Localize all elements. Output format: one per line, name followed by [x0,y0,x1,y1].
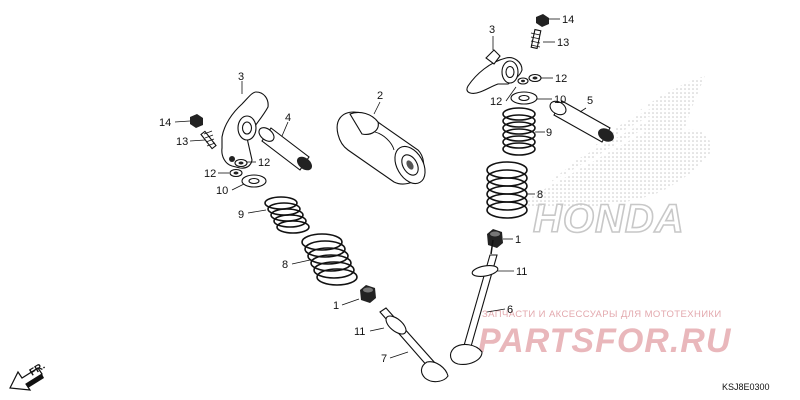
callout-13: 13 [176,136,188,148]
callout-10: 10 [216,185,228,197]
lock-nut-left [190,114,203,128]
callout-8: 8 [282,259,288,271]
callout-1: 1 [515,234,521,246]
callout-9: 9 [546,127,552,139]
valve-spring-outer-left [301,233,358,286]
stem-seal-left [360,285,376,303]
callout-5: 5 [587,95,593,107]
callout-4: 4 [285,112,291,124]
callout-12: 12 [204,168,216,180]
callout-labels: 3 4 14 13 12 12 10 9 8 1 11 7 2 3 14 13 … [159,14,593,365]
rocker-arm-right [466,49,523,94]
rocker-shaft-left [258,127,313,171]
adjusting-screw-right [530,28,542,50]
callout-1: 1 [333,300,339,312]
rocker-shaft-right [549,100,614,143]
shop-url-watermark: PARTSFOR.RU [478,322,732,360]
callout-8: 8 [537,189,543,201]
stem-seal-right [487,229,503,248]
callout-9: 9 [238,209,244,221]
callout-12: 12 [555,73,567,85]
cotter-clip-right-lower [517,77,529,85]
valve-spring-inner-right [502,107,536,156]
shop-tagline: ЗАПЧАСТИ И АКСЕССУАРЫ ДЛЯ МОТОТЕХНИКИ [482,309,722,320]
callout-11: 11 [516,266,527,278]
callout-14: 14 [562,14,574,26]
valve-left [379,307,449,383]
leader-lines [174,18,587,359]
callout-3: 3 [238,71,244,83]
callout-12: 12 [490,96,502,108]
valve-spring-inner-left [264,196,310,234]
cotter-clip-right-upper [528,73,542,83]
diagram-code: KSJ8E0300 [722,382,770,392]
front-arrow-icon [9,367,44,391]
lock-nut-right [536,14,549,27]
honda-wing-watermark [520,76,712,209]
spring-retainer-left [241,174,267,188]
callout-11: 11 [354,326,365,338]
adjusting-screw-left [200,130,217,150]
callout-2: 2 [377,90,383,102]
cotter-clip-left-upper [234,158,248,168]
callout-14: 14 [159,117,171,129]
rocker-arm-left [221,91,269,169]
cotter-clip-left-lower [229,168,243,178]
callout-6: 6 [507,304,513,316]
callout-10: 10 [554,94,566,106]
callout-12: 12 [258,157,270,169]
callout-7: 7 [381,353,387,365]
callout-3: 3 [489,24,495,36]
honda-brand-text: HONDA [533,197,685,241]
spring-retainer-right [510,91,538,105]
callout-13: 13 [557,37,569,49]
valve-right [449,239,499,365]
valve-spring-outer-right [486,161,528,219]
camshaft [336,111,426,185]
